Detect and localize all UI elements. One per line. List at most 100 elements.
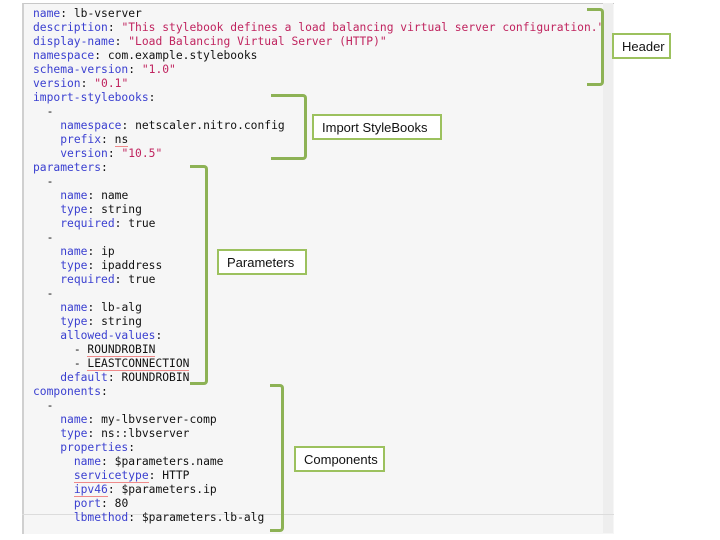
code-line[interactable]: parameters: bbox=[33, 161, 604, 175]
yaml-value: lb-alg bbox=[101, 301, 142, 314]
code-line[interactable]: components: bbox=[33, 385, 604, 399]
yaml-colon: : bbox=[128, 441, 136, 454]
indent bbox=[33, 133, 60, 146]
yaml-string-value: "10.5" bbox=[121, 147, 163, 160]
code-line[interactable]: required: true bbox=[33, 273, 604, 287]
yaml-colon: : bbox=[114, 35, 122, 48]
code-line[interactable]: - bbox=[33, 175, 604, 189]
yaml-value: my-lbvserver-comp bbox=[101, 413, 217, 426]
header-bracket bbox=[587, 8, 604, 86]
yaml-value: HTTP bbox=[162, 469, 190, 482]
yaml-colon: : bbox=[121, 119, 129, 132]
yaml-value: netscaler.nitro.config bbox=[135, 119, 285, 132]
code-line[interactable]: - ROUNDROBIN bbox=[33, 343, 604, 357]
yaml-colon: : bbox=[101, 385, 108, 398]
yaml-key: namespace bbox=[33, 49, 95, 62]
yaml-value: 80 bbox=[114, 497, 129, 510]
yaml-key: version bbox=[33, 77, 81, 90]
yaml-key: default bbox=[60, 371, 108, 384]
yaml-key: schema-version bbox=[33, 63, 129, 76]
editor-scrollbar-gutter[interactable] bbox=[603, 3, 613, 533]
code-line[interactable]: name: my-lbvserver-comp bbox=[33, 413, 604, 427]
indent bbox=[33, 231, 47, 244]
code-line[interactable]: servicetype: HTTP bbox=[33, 469, 604, 483]
yaml-key: required bbox=[60, 217, 115, 230]
code-line[interactable]: allowed-values: bbox=[33, 329, 604, 343]
yaml-string-value: "1.0" bbox=[141, 63, 176, 76]
yaml-colon: : bbox=[87, 189, 95, 202]
indent bbox=[33, 399, 47, 412]
indent bbox=[33, 147, 60, 160]
code-line[interactable]: - bbox=[33, 399, 604, 413]
code-line[interactable]: name: $parameters.name bbox=[33, 455, 604, 469]
code-line[interactable]: description: "This stylebook defines a l… bbox=[33, 21, 604, 35]
yaml-colon: : bbox=[114, 217, 122, 230]
yaml-key: properties bbox=[60, 441, 129, 454]
code-line[interactable]: - bbox=[33, 105, 604, 119]
code-line[interactable]: name: name bbox=[33, 189, 604, 203]
yaml-colon: : bbox=[107, 371, 115, 384]
list-dash: - bbox=[46, 231, 54, 244]
yaml-key: parameters bbox=[33, 161, 102, 174]
code-line[interactable]: display-name: "Load Balancing Virtual Se… bbox=[33, 35, 604, 49]
code-line[interactable]: properties: bbox=[33, 441, 604, 455]
indent bbox=[33, 357, 74, 370]
yaml-string-value: "This stylebook defines a load balancing… bbox=[121, 21, 605, 34]
yaml-colon: : bbox=[87, 245, 95, 258]
indent bbox=[33, 203, 60, 216]
code-line[interactable]: - bbox=[33, 231, 604, 245]
code-line[interactable]: version: "0.1" bbox=[33, 77, 604, 91]
code-line[interactable]: default: ROUNDROBIN bbox=[33, 371, 604, 385]
yaml-colon: : bbox=[87, 301, 95, 314]
list-dash: - bbox=[73, 343, 88, 356]
code-line[interactable]: namespace: com.example.stylebooks bbox=[33, 49, 604, 63]
code-line[interactable]: ipv46: $parameters.ip bbox=[33, 483, 604, 497]
yaml-colon: : bbox=[94, 49, 102, 62]
code-line[interactable]: type: string bbox=[33, 203, 604, 217]
yaml-value: ipaddress bbox=[101, 259, 163, 272]
yaml-value: $parameters.lb-alg bbox=[141, 511, 265, 524]
yaml-key: import-stylebooks bbox=[33, 91, 149, 104]
yaml-string-value: "Load Balancing Virtual Server (HTTP)" bbox=[128, 35, 387, 48]
yaml-value: ns bbox=[114, 133, 129, 147]
code-line[interactable]: name: lb-vserver bbox=[33, 7, 604, 21]
code-line[interactable]: - bbox=[33, 287, 604, 301]
code-line[interactable]: - LEASTCONNECTION bbox=[33, 357, 604, 371]
yaml-value: lb-vserver bbox=[73, 7, 142, 20]
code-line[interactable]: import-stylebooks: bbox=[33, 91, 604, 105]
indent bbox=[33, 455, 74, 468]
code-line[interactable]: type: ipaddress bbox=[33, 259, 604, 273]
components-bracket bbox=[270, 384, 284, 532]
code-line[interactable]: schema-version: "1.0" bbox=[33, 63, 604, 77]
code-line[interactable]: required: true bbox=[33, 217, 604, 231]
yaml-value: true bbox=[128, 217, 156, 230]
yaml-key: namespace bbox=[60, 119, 122, 132]
header-callout-label: Header bbox=[622, 38, 665, 54]
code-line[interactable]: prefix: ns bbox=[33, 133, 604, 147]
yaml-value: string bbox=[101, 203, 142, 216]
yaml-colon: : bbox=[107, 483, 115, 496]
indent bbox=[33, 175, 47, 188]
yaml-key: type bbox=[60, 427, 88, 440]
yaml-value: string bbox=[101, 315, 142, 328]
code-line[interactable]: name: ip bbox=[33, 245, 604, 259]
code-line[interactable]: type: ns::lbvserver bbox=[33, 427, 604, 441]
indent bbox=[33, 371, 60, 384]
indent bbox=[33, 497, 74, 510]
code-line[interactable]: type: string bbox=[33, 315, 604, 329]
yaml-colon: : bbox=[114, 273, 122, 286]
indent bbox=[33, 259, 60, 272]
yaml-key: name bbox=[60, 301, 88, 314]
yaml-key: version bbox=[60, 147, 108, 160]
yaml-key: description bbox=[33, 21, 108, 34]
code-line[interactable]: port: 80 bbox=[33, 497, 604, 511]
yaml-colon: : bbox=[101, 133, 108, 146]
code-line[interactable]: namespace: netscaler.nitro.config bbox=[33, 119, 604, 133]
code-line[interactable]: name: lb-alg bbox=[33, 301, 604, 315]
code-line[interactable]: lbmethod: $parameters.lb-alg bbox=[33, 511, 604, 525]
indent bbox=[33, 287, 47, 300]
yaml-value: ROUNDROBIN bbox=[121, 371, 190, 384]
code-line[interactable]: version: "10.5" bbox=[33, 147, 604, 161]
yaml-key: port bbox=[73, 497, 102, 510]
